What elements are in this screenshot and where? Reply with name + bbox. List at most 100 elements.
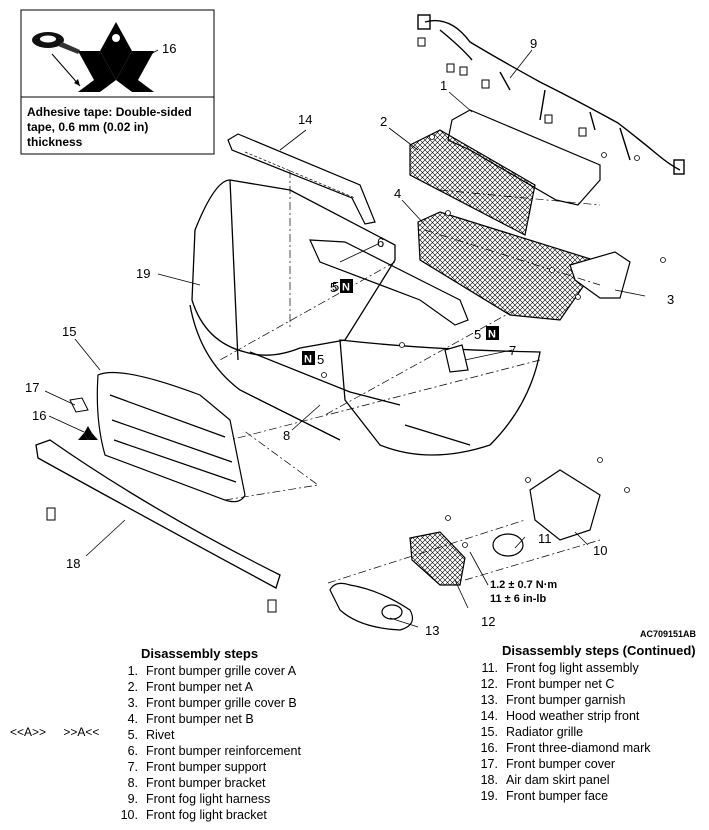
callout-17: 17 <box>25 380 39 395</box>
tape-roll-icon <box>32 32 80 54</box>
harness-clips <box>417 37 587 137</box>
callout-11: 11 <box>538 531 552 546</box>
callout-13: 13 <box>425 623 439 638</box>
step-row: 1. Front bumper grille cover A <box>108 663 301 679</box>
tag-installation: >>A<< <box>63 725 100 739</box>
step-row: 15.Radiator grille <box>468 724 696 740</box>
callout-1: 1 <box>440 78 447 93</box>
callout-4: 4 <box>394 186 401 201</box>
callout-3: 3 <box>667 292 674 307</box>
step-row: 7. Front bumper support <box>108 759 301 775</box>
callout-2: 2 <box>380 114 387 129</box>
step-number: 19. <box>480 789 498 803</box>
step-text: Rivet <box>146 728 175 742</box>
fog-light-assembly <box>492 533 524 557</box>
step-number: 18. <box>480 773 498 787</box>
step-number: 11. <box>481 661 498 675</box>
step-number: 7. <box>127 760 138 774</box>
disassembly-steps-header: Disassembly steps <box>141 646 259 661</box>
svg-text:5: 5 <box>330 280 337 295</box>
step-text: Front bumper reinforcement <box>146 744 301 758</box>
step-number: 4. <box>127 712 138 726</box>
step-number: 5. <box>127 728 138 742</box>
radiator-grille <box>96 371 246 503</box>
step-text: Front bumper net C <box>506 677 615 691</box>
rivet-label-2: 5 N <box>474 326 499 342</box>
step-number: 12. <box>480 677 498 691</box>
step-number: 17. <box>480 757 498 771</box>
step-text: Front fog light harness <box>146 792 271 806</box>
step-row: 12. Front bumper net C <box>468 676 696 692</box>
service-point-tags: <<A>> >>A<< <box>10 725 113 739</box>
callout-18: 18 <box>66 556 80 571</box>
step-text: Front bumper grille cover B <box>146 696 297 710</box>
callout-10: 10 <box>593 543 607 558</box>
adhesive-tape-note: Adhesive tape: Double-sided tape, 0.6 mm… <box>27 105 192 149</box>
step-row: 16.Front three-diamond mark <box>468 740 696 756</box>
step-text: Front fog light bracket <box>146 808 267 822</box>
callout-6: 6 <box>377 235 384 250</box>
step-row: 10. Front fog light bracket <box>108 807 301 823</box>
bumper-garnish <box>329 582 413 631</box>
step-row: 5. Rivet <box>108 727 301 743</box>
rivet-label-3: N 5 <box>302 351 324 367</box>
step-text: Front fog light assembly <box>506 661 639 675</box>
step-row: 11. Front fog light assembly <box>468 660 696 676</box>
step-row: 6. Front bumper reinforcement <box>108 743 301 759</box>
three-diamond-mark-icon <box>78 22 154 92</box>
step-row: 18.Air dam skirt panel <box>468 772 696 788</box>
step-number: 2. <box>127 680 138 694</box>
step-row: 19. Front bumper face <box>468 788 696 804</box>
bumper-cover-part <box>69 397 89 413</box>
step-text: Front bumper cover <box>506 757 616 771</box>
hood-weather-strip <box>227 133 376 225</box>
step-text: Front bumper grille cover A <box>146 664 297 678</box>
figure-id: AC709151AB <box>640 629 697 639</box>
svg-text:5: 5 <box>317 352 324 367</box>
torque-nm: 1.2 ± 0.7 N·m <box>490 579 557 591</box>
disassembly-steps: Disassembly steps 1. Front bumper grille … <box>108 646 301 823</box>
step-number: 1. <box>127 664 138 678</box>
step-number: 8. <box>127 776 138 790</box>
part-callouts: 1 2 3 4 5 6 7 8 9 10 11 12 13 14 15 16 1… <box>25 36 674 638</box>
tag-removal: <<A>> <box>10 725 47 739</box>
step-number: 13. <box>480 693 498 707</box>
fastener-screws <box>321 134 666 548</box>
svg-text:N: N <box>304 354 312 366</box>
callout-7: 7 <box>509 343 516 358</box>
callout-leaders <box>44 49 646 628</box>
step-text: Front bumper face <box>506 789 609 803</box>
step-row: 14.Hood weather strip front <box>468 708 696 724</box>
rivet-label-1: 5 N <box>330 279 353 295</box>
callout-14: 14 <box>298 112 312 127</box>
step-number: 6. <box>127 744 138 758</box>
step-text: Front bumper bracket <box>146 776 266 790</box>
skirt-screws <box>46 507 277 613</box>
fog-light-harness <box>417 14 685 175</box>
step-number: 14. <box>480 709 498 723</box>
air-dam-skirt-panel <box>35 439 281 589</box>
step-number: 16. <box>480 741 498 755</box>
callout-15: 15 <box>62 324 76 339</box>
step-row: 9. Front fog light harness <box>108 791 301 807</box>
step-text: Front bumper support <box>146 760 267 774</box>
fog-light-bracket <box>529 469 601 541</box>
disassembly-steps-continued-header: Disassembly steps (Continued) <box>502 643 696 658</box>
step-row: 4.Front bumper net B <box>108 711 301 727</box>
small-three-diamond-icon <box>78 426 98 440</box>
assembly-guide-lines <box>219 170 601 584</box>
callout-16: 16 <box>32 408 46 423</box>
disassembly-steps-continued: Disassembly steps (Continued) 11. Front f… <box>468 643 696 804</box>
svg-text:N: N <box>342 282 350 294</box>
step-number: 10. <box>120 808 138 822</box>
step-number: 9. <box>127 792 138 806</box>
step-row: 17. Front bumper cover <box>468 756 696 772</box>
callout-9: 9 <box>530 36 537 51</box>
bumper-reinforcement <box>309 239 469 326</box>
step-row: 3.Front bumper grille cover B <box>108 695 301 711</box>
step-row: 13.Front bumper garnish <box>468 692 696 708</box>
bumper-face <box>189 179 541 456</box>
step-text: Radiator grille <box>506 725 584 739</box>
svg-text:N: N <box>488 329 496 341</box>
callout-5: 5 <box>332 279 339 294</box>
